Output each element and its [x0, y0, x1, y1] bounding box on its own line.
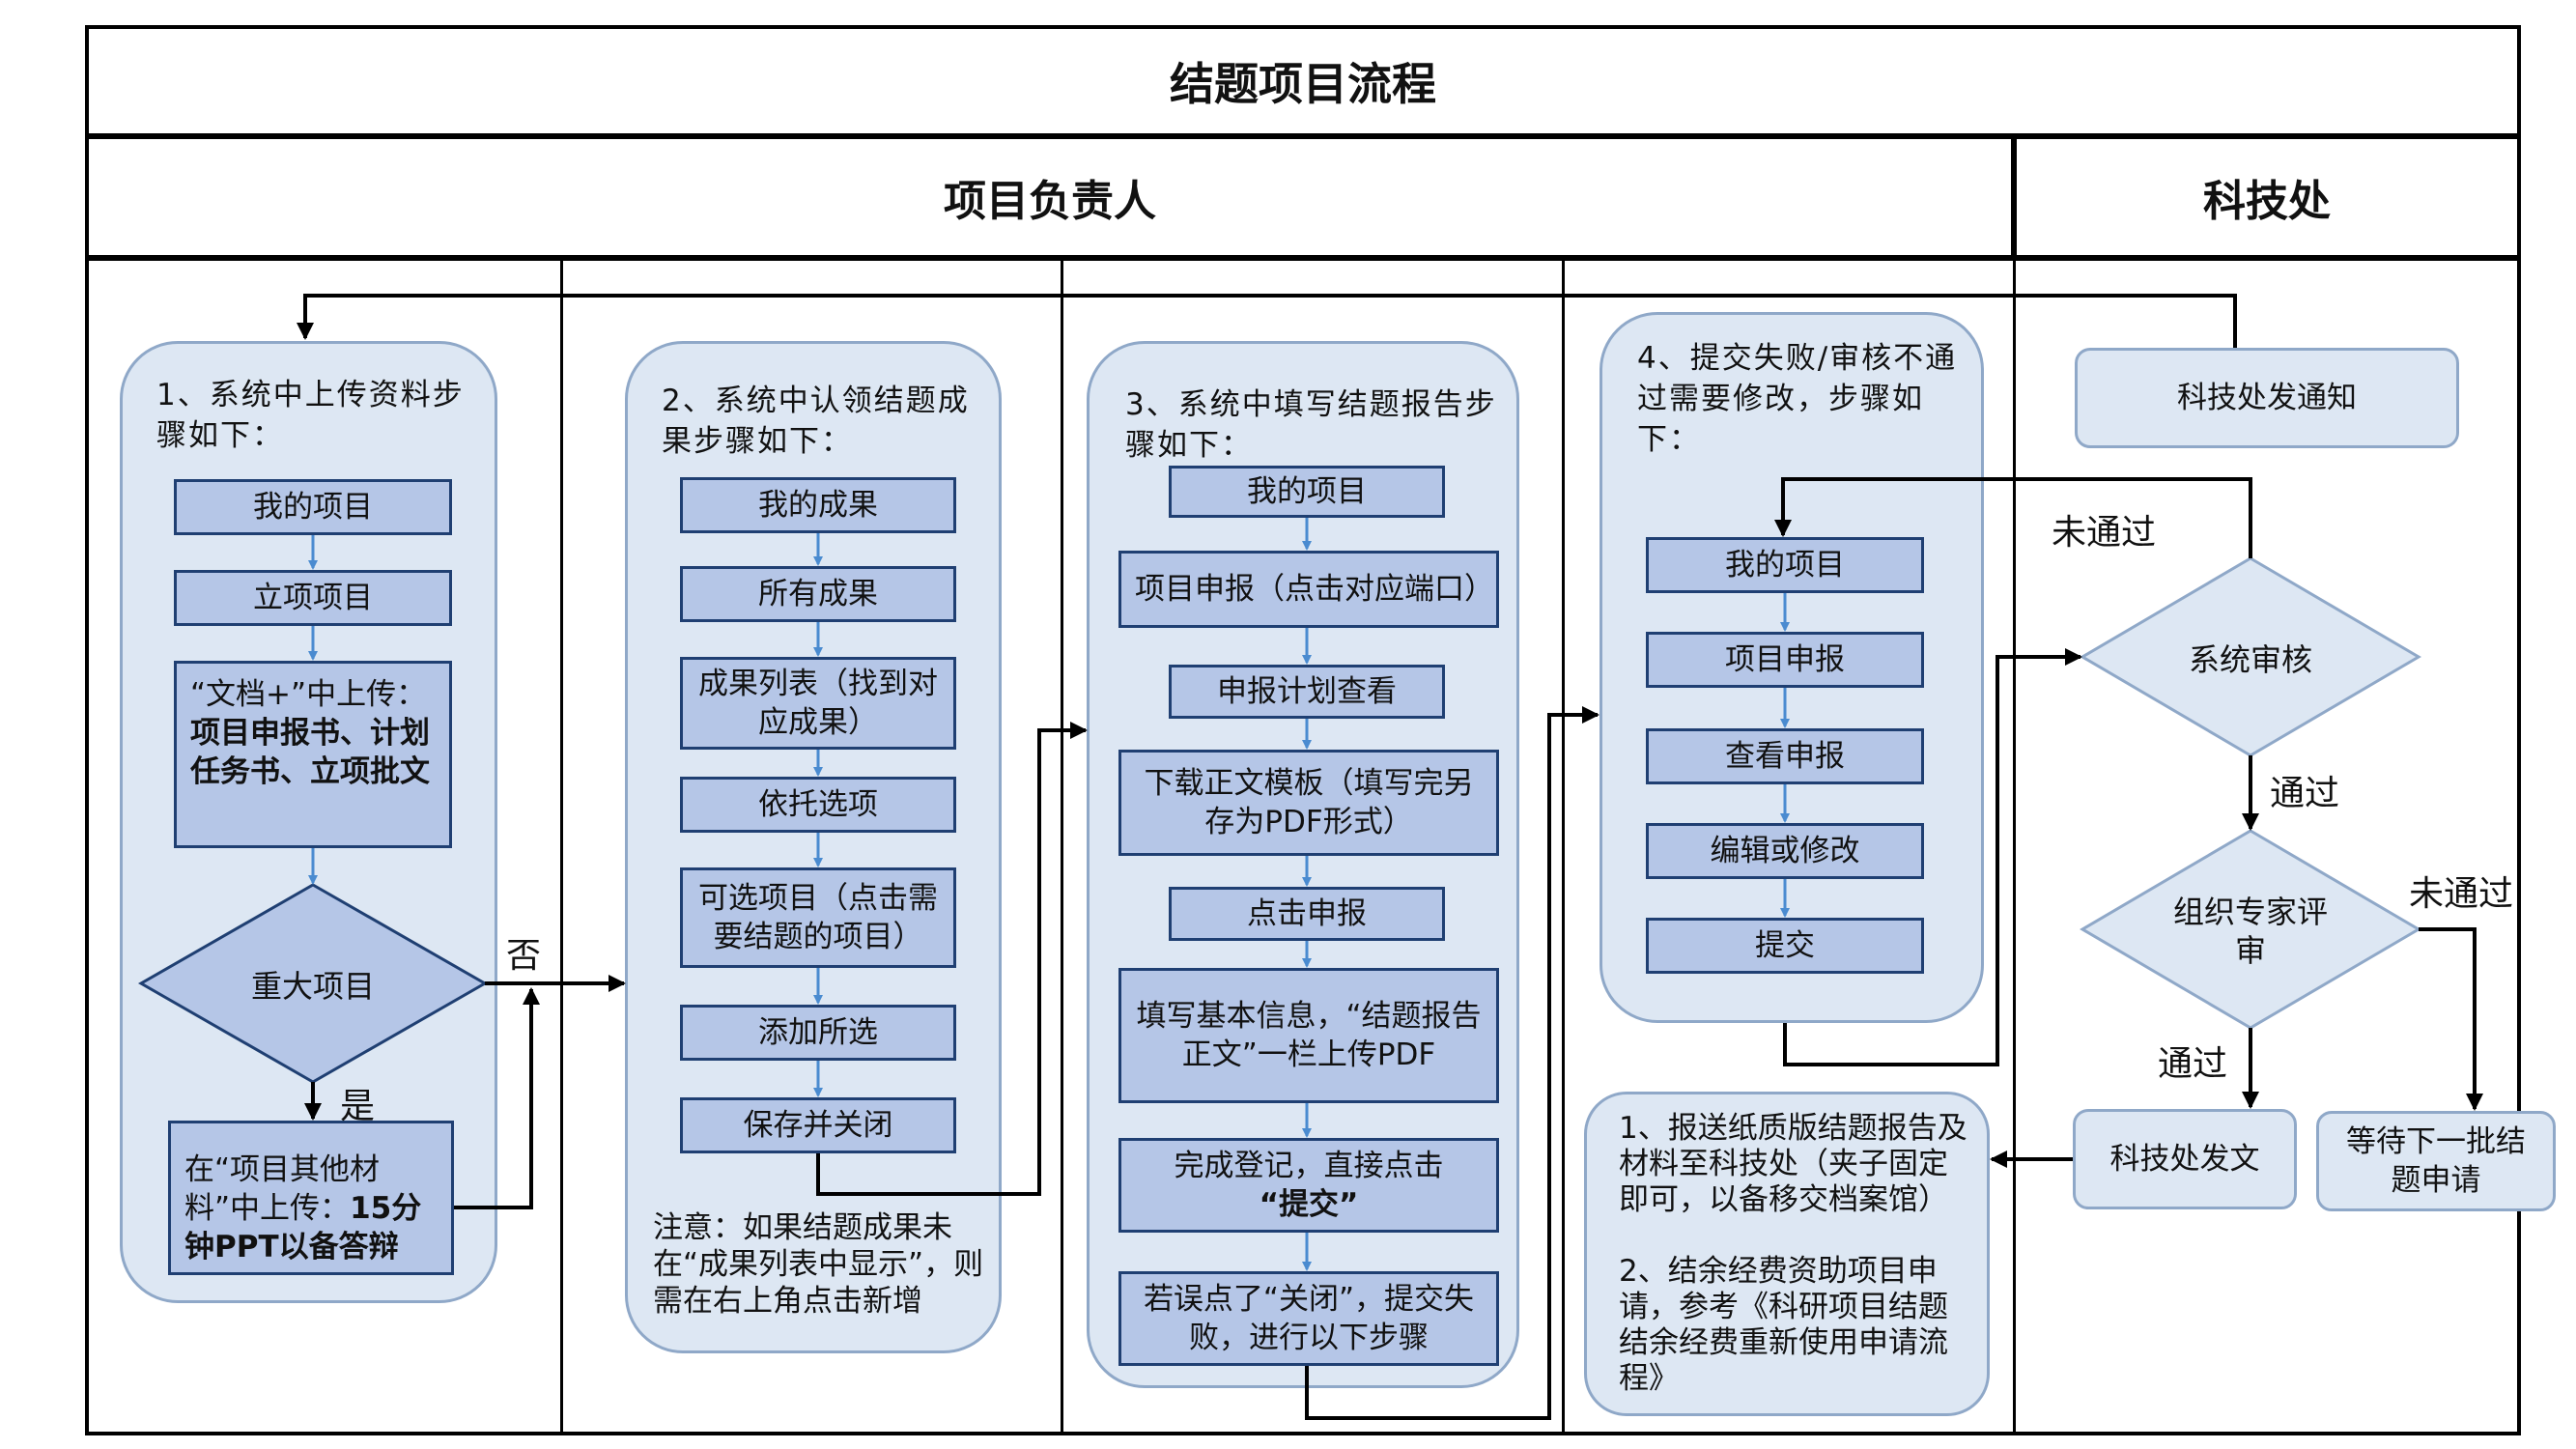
- stage2-step-options: 依托选项: [680, 777, 956, 833]
- stage1-other-upload-box: 在“项目其他材料”中上传：15分钟PPT以备答辩: [168, 1121, 454, 1275]
- stage1-step-approved-projects: 立项项目: [174, 570, 452, 626]
- stage3-heading: 3、系统中填写结题报告步骤如下：: [1125, 387, 1497, 463]
- expert-pass-label: 通过: [2158, 1044, 2228, 1084]
- review-pass-label: 通过: [2270, 774, 2340, 813]
- stage2-heading: 2、系统中认领结题成果步骤如下：: [662, 384, 970, 459]
- stage3-step-project-apply: 项目申报（点击对应端口）: [1118, 551, 1499, 628]
- final-note-item2: 2、结余经费资助项目申请，参考《科研项目结题结余经费重新使用申请流程》: [1619, 1254, 1948, 1396]
- swimlane-body: [85, 257, 2521, 1435]
- stage4-step-view-apply: 查看申报: [1646, 728, 1924, 784]
- stage3-step-complete: 完成登记，直接点击 “提交”: [1118, 1138, 1499, 1233]
- stage3-step-click-apply: 点击申报: [1169, 887, 1445, 941]
- office-notice: 科技处发通知: [2075, 348, 2459, 448]
- stage3-submit-label: “提交”: [1259, 1187, 1359, 1222]
- column-divider: [560, 257, 563, 1435]
- stage4-heading: 4、提交失败/审核不通过需要修改，步骤如下：: [1637, 341, 1958, 457]
- stage1-upload-prefix: “文档+”中上传：: [190, 677, 427, 712]
- stage4-step-submit: 提交: [1646, 918, 1924, 974]
- inner-connectors: [308, 518, 1790, 1271]
- stage2-step-my-results: 我的成果: [680, 477, 956, 533]
- stage3-step-my-project: 我的项目: [1169, 466, 1445, 518]
- outer-connectors: [297, 294, 2483, 1420]
- stage1-upload-box: “文档+”中上传： 项目申报书、计划任务书、立项批文: [174, 661, 452, 848]
- stage2-step-all-results: 所有成果: [680, 566, 956, 622]
- stage2-step-selectable-projects: 可选项目（点击需要结题的项目）: [680, 867, 956, 968]
- column-divider: [1061, 257, 1063, 1435]
- office-issue-document: 科技处发文: [2073, 1109, 2297, 1209]
- stage3-complete-text: 完成登记，直接点击: [1174, 1149, 1444, 1183]
- final-note-item1: 1、报送纸质版结题报告及材料至科技处（夹子固定即可，以备移交档案馆）: [1619, 1111, 1967, 1217]
- stage2-note: 注意：如果结题成果未在“成果列表中显示”，则需在右上角点击新增: [653, 1210, 984, 1319]
- stage1-heading: 1、系统中上传资料步骤如下：: [156, 378, 465, 453]
- final-note-group: [1584, 1092, 1990, 1416]
- stage4-step-project-apply: 项目申报: [1646, 632, 1924, 688]
- stage2-step-result-list: 成果列表（找到对应成果）: [680, 657, 956, 750]
- stage3-step-fill-info: 填写基本信息，“结题报告正文”一栏上传PDF: [1118, 968, 1499, 1103]
- stage2-step-save-close: 保存并关闭: [680, 1097, 956, 1153]
- expert-fail-label: 未通过: [2409, 874, 2514, 914]
- stage3-step-mistake: 若误点了“关闭”，提交失败，进行以下步骤: [1118, 1271, 1499, 1366]
- office-wait-next-batch: 等待下一批结题申请: [2316, 1111, 2556, 1211]
- stage1-upload-docs: 项目申报书、计划任务书、立项批文: [190, 716, 430, 789]
- stage1-other-prefix: 在“项目其他材料”中上传：: [184, 1152, 381, 1226]
- stage4-step-my-project: 我的项目: [1646, 537, 1924, 593]
- major-project-label: 重大项目: [250, 968, 375, 1005]
- expert-review-label: 组织专家评审: [2172, 894, 2328, 969]
- stage3-step-plan-view: 申报计划查看: [1169, 665, 1445, 719]
- column-divider: [1562, 257, 1565, 1435]
- stage1-step-my-project: 我的项目: [174, 479, 452, 535]
- decision-yes-label: 是: [340, 1087, 376, 1126]
- system-review-label: 系统审核: [2188, 641, 2312, 678]
- review-fail-label: 未通过: [2052, 513, 2157, 553]
- stage3-step-download-template: 下载正文模板（填写完另存为PDF形式）: [1118, 750, 1499, 856]
- stage2-step-add-selected: 添加所选: [680, 1005, 956, 1061]
- stage4-step-edit: 编辑或修改: [1646, 823, 1924, 879]
- stage1-other-ppt: 15分钟PPT以备答辩: [184, 1191, 422, 1264]
- decision-no-label: 否: [506, 936, 542, 976]
- column-divider: [2013, 257, 2016, 1435]
